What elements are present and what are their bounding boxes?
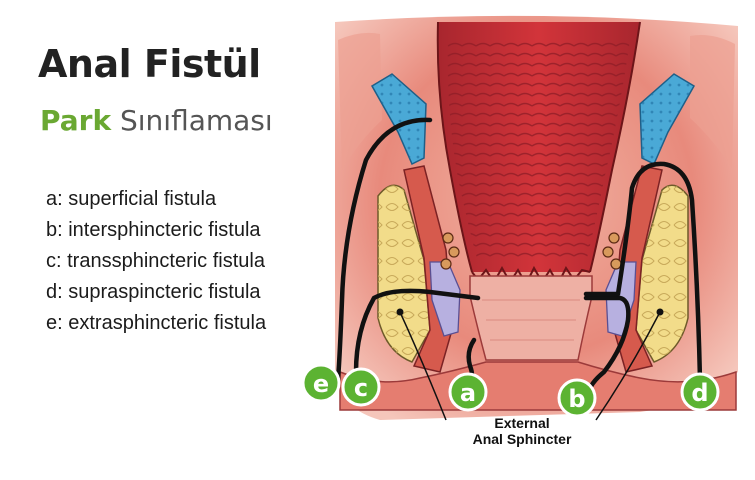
fistula-tract-b: [583, 295, 631, 391]
marker-d: d: [680, 372, 720, 412]
fistula-tract-e: [335, 117, 433, 383]
fistula-tract-c: [353, 288, 481, 375]
sphincter-leader-lines: [399, 311, 661, 421]
sphincter-label-line-1: External: [494, 415, 549, 431]
marker-e-label: e: [313, 370, 329, 398]
ischioanal-fat: [377, 184, 689, 363]
sphincter-label-line-2: Anal Sphincter: [473, 431, 572, 447]
fistula-legend: a: superficial fistula b: intersphincter…: [46, 184, 266, 339]
legend-item-b: b: intersphincteric fistula: [46, 219, 261, 241]
anal-glands: [440, 232, 622, 270]
marker-a: a: [448, 372, 488, 412]
page-subtitle: Park Sınıflaması: [40, 104, 273, 137]
left-sphincter-pointer: [396, 308, 404, 316]
page-title: Anal Fistül: [38, 42, 261, 86]
marker-c-label: c: [354, 374, 368, 402]
legend-item-d: d: supraspincteric fistula: [46, 281, 261, 303]
marker-e: e: [301, 363, 341, 403]
fistula-tract-d: [583, 161, 703, 383]
anal-canal: [469, 275, 593, 361]
legend-item-e: e: extrasphincteric fistula: [46, 312, 267, 334]
legend-item-a: a: superficial fistula: [46, 188, 217, 210]
subtitle-rest: Sınıflaması: [120, 104, 273, 137]
marker-c: c: [341, 367, 381, 407]
legend-item-c: c: transsphincteric fistula: [46, 250, 265, 272]
marker-b: b: [557, 378, 597, 418]
marker-d-label: d: [691, 379, 708, 407]
marker-b-label: b: [568, 385, 585, 413]
marker-a-label: a: [460, 379, 476, 407]
right-sphincter-pointer: [656, 308, 664, 316]
rectum: [436, 21, 641, 287]
levator-muscle: [370, 73, 696, 166]
subtitle-strong: Park: [40, 104, 112, 137]
